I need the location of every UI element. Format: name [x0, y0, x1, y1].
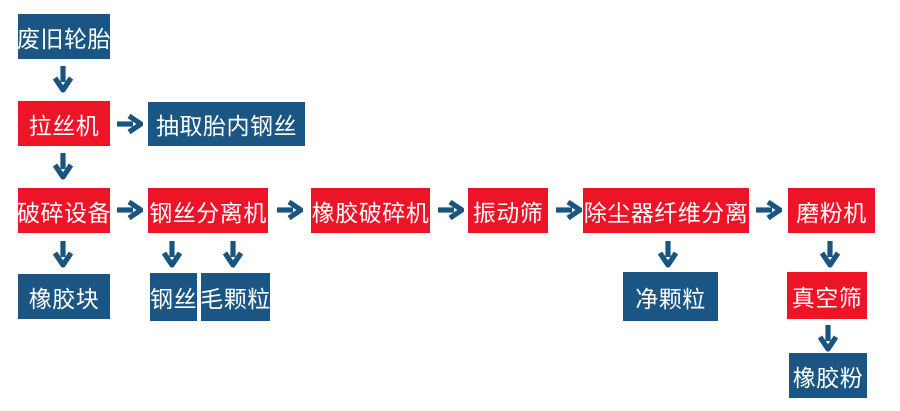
node-vacuum-screen: 真空筛	[787, 272, 867, 319]
node-crushing-equipment: 破碎设备	[17, 188, 111, 233]
arrow-down-icon	[657, 241, 679, 268]
node-steel-wire-separator: 钢丝分离机	[148, 188, 268, 233]
node-waste-tires: 废旧轮胎	[17, 14, 111, 59]
arrow-right-icon	[277, 199, 303, 221]
arrow-right-icon	[117, 199, 143, 221]
node-clean-granules: 净颗粒	[623, 272, 718, 321]
node-rubber-block: 橡胶块	[18, 274, 110, 319]
arrow-down-icon	[52, 153, 74, 180]
arrow-down-icon	[817, 325, 839, 352]
node-grinding-machine: 磨粉机	[788, 188, 875, 233]
node-steel-wire: 钢丝	[150, 273, 197, 321]
arrow-right-icon	[556, 199, 582, 221]
node-dust-collector-fiber-separation: 除尘器纤维分离	[583, 188, 749, 233]
node-vibrating-screen: 振动筛	[468, 188, 548, 233]
node-extract-tire-steel-wire: 抽取胎内钢丝	[148, 102, 305, 146]
arrow-down-icon	[161, 241, 183, 268]
node-rubber-crusher: 橡胶破碎机	[311, 188, 430, 233]
arrow-right-icon	[117, 113, 143, 135]
arrow-down-icon	[52, 66, 74, 93]
arrow-right-icon	[756, 199, 782, 221]
node-fuzzy-granules: 毛颗粒	[200, 273, 270, 321]
arrow-right-icon	[438, 199, 464, 221]
arrow-down-icon	[819, 241, 841, 268]
node-wire-drawing-machine: 拉丝机	[18, 101, 110, 146]
arrow-down-icon	[52, 241, 74, 268]
arrow-down-icon	[222, 241, 244, 268]
node-rubber-powder: 橡胶粉	[789, 353, 867, 398]
